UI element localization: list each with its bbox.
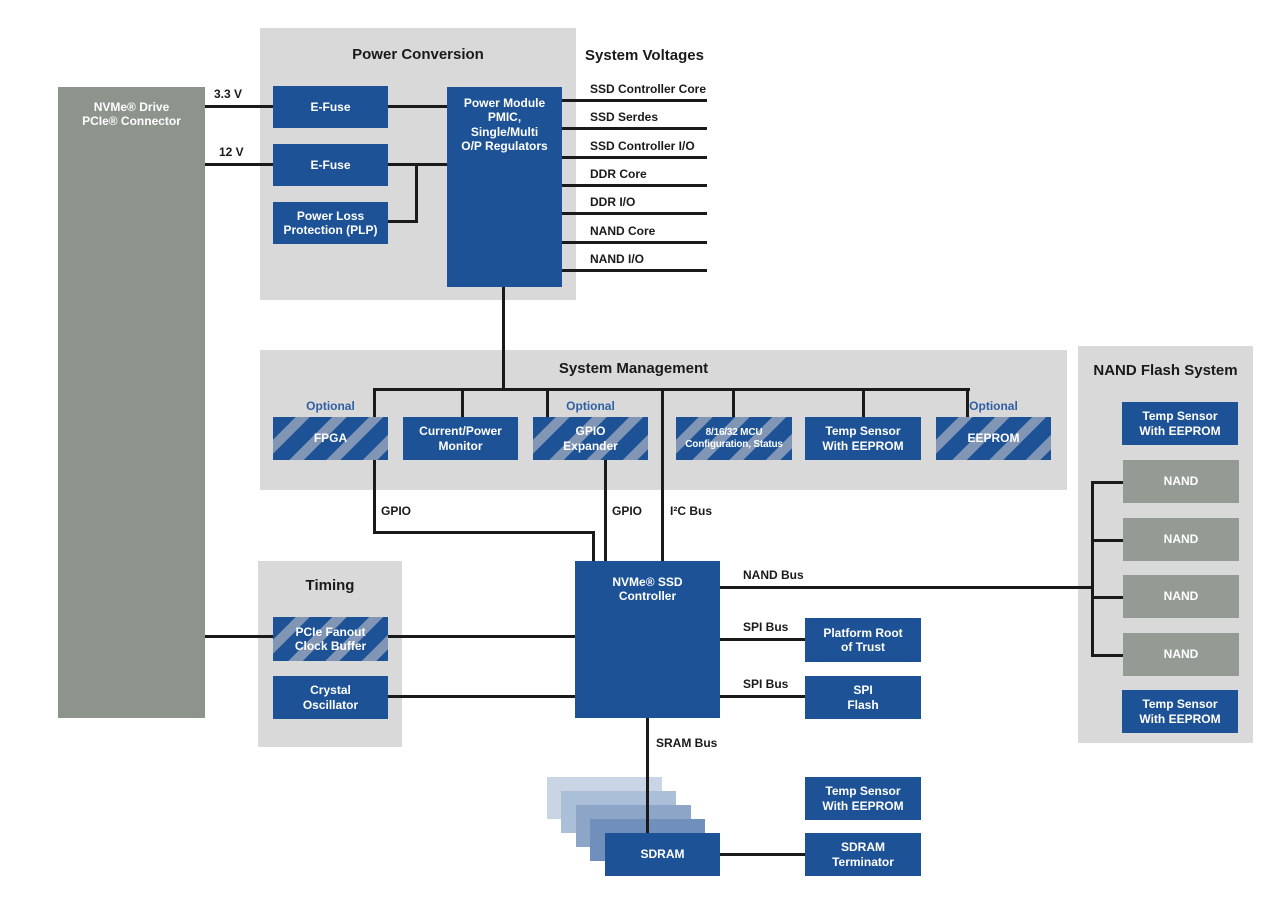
wire-spi-bottom xyxy=(720,695,805,698)
wire-drop-mcu xyxy=(732,391,735,417)
wire-drop-temp-sensor xyxy=(862,391,865,417)
wire-crystal-to-controller xyxy=(388,695,575,698)
wire-nand-stub-3 xyxy=(1093,596,1123,599)
wire-connector-to-clockbuffer xyxy=(205,635,273,638)
wire-clockbuffer-to-controller xyxy=(388,635,575,638)
temp-sensor-nand-bottom: Temp Sensor With EEPROM xyxy=(1122,690,1238,733)
label-spi-bus-bottom: SPI Bus xyxy=(743,677,789,691)
rail-label: NAND Core xyxy=(590,224,656,238)
pcie-fanout-clock-buffer: PCIe Fanout Clock Buffer xyxy=(273,617,388,661)
label-gpio-right: GPIO xyxy=(612,504,643,518)
wire-12v xyxy=(205,163,273,166)
eeprom-block: EEPROM xyxy=(936,417,1051,460)
gpio-expander: GPIO Expander xyxy=(533,417,648,460)
current-power-monitor: Current/Power Monitor xyxy=(403,417,518,460)
label-i2c-bus: I²C Bus xyxy=(670,504,712,518)
wire-drop-gpio-expander xyxy=(546,391,549,417)
rail-line xyxy=(562,184,707,187)
nand-chip-3: NAND xyxy=(1123,575,1239,618)
power-conversion-title: Power Conversion xyxy=(352,46,484,63)
fpga-block: FPGA xyxy=(273,417,388,460)
crystal-oscillator: Crystal Oscillator xyxy=(273,676,388,719)
sdram: SDRAM xyxy=(605,833,720,876)
temp-sensor-nand-top: Temp Sensor With EEPROM xyxy=(1122,402,1238,445)
power-module: Power Module PMIC, Single/Multi O/P Regu… xyxy=(447,87,562,287)
wire-nand-trunk xyxy=(1091,481,1094,657)
efuse-top: E-Fuse xyxy=(273,86,388,128)
label-sram-bus: SRAM Bus xyxy=(656,736,718,750)
label-spi-bus-top: SPI Bus xyxy=(743,620,789,634)
wire-nand-stub-4 xyxy=(1093,654,1123,657)
wire-nand-stub-1 xyxy=(1093,481,1123,484)
mcu-block: 8/16/32 MCU Configuration, Status xyxy=(676,417,792,460)
spi-flash: SPI Flash xyxy=(805,676,921,719)
wire-sdram-to-terminator xyxy=(720,853,805,856)
rail-line xyxy=(562,156,707,159)
rail-label: DDR Core xyxy=(590,167,647,181)
sdram-terminator: SDRAM Terminator xyxy=(805,833,921,876)
nvme-pcie-connector: NVMe® Drive PCIe® Connector xyxy=(58,87,205,718)
nand-chip-1: NAND xyxy=(1123,460,1239,503)
rail-line xyxy=(562,99,707,102)
wire-fpga-gpio-v xyxy=(373,460,376,534)
rail-label: SSD Serdes xyxy=(590,110,659,124)
label-3v3: 3.3 V xyxy=(214,87,243,101)
wire-sm-bus xyxy=(373,388,970,391)
rail-line xyxy=(562,127,707,130)
wire-nand-bus xyxy=(720,586,1093,589)
rail-line xyxy=(562,241,707,244)
wire-efuse-top-to-module xyxy=(388,105,447,108)
wire-expander-gpio xyxy=(604,460,607,561)
rail-label: SSD Controller Core xyxy=(590,82,707,96)
wire-nand-stub-2 xyxy=(1093,539,1123,542)
wire-module-to-sm-trunk xyxy=(502,287,505,390)
rail-line xyxy=(562,212,707,215)
temp-sensor-sm: Temp Sensor With EEPROM xyxy=(805,417,921,460)
nand-flash-system-title: NAND Flash System xyxy=(1093,362,1238,379)
label-gpio-left: GPIO xyxy=(381,504,412,518)
system-management-title: System Management xyxy=(558,360,709,377)
nvme-ssd-controller: NVMe® SSD Controller xyxy=(575,561,720,718)
power-loss-protection: Power Loss Protection (PLP) xyxy=(273,202,388,244)
optional-label-fpga: Optional xyxy=(306,399,355,413)
wire-3v3 xyxy=(205,105,273,108)
wire-sram-bus xyxy=(646,718,649,833)
rail-label: NAND I/O xyxy=(590,252,644,266)
wire-drop-eeprom xyxy=(966,391,969,417)
wire-plp-v xyxy=(415,163,418,223)
nand-chip-4: NAND xyxy=(1123,633,1239,676)
rail-label: SSD Controller I/O xyxy=(590,139,695,153)
efuse-bottom: E-Fuse xyxy=(273,144,388,186)
wire-drop-monitor xyxy=(461,391,464,417)
wire-fpga-gpio-v2 xyxy=(592,531,595,561)
timing-title: Timing xyxy=(305,577,355,594)
label-nand-bus: NAND Bus xyxy=(743,568,804,582)
optional-label-gpio-expander: Optional xyxy=(566,399,615,413)
platform-root-of-trust: Platform Root of Trust xyxy=(805,618,921,662)
wire-i2c-bus xyxy=(661,391,664,561)
wire-spi-top xyxy=(720,638,805,641)
rail-label: DDR I/O xyxy=(590,195,636,209)
wire-fpga-gpio-h xyxy=(373,531,595,534)
label-12v: 12 V xyxy=(219,145,244,159)
wire-plp-h xyxy=(388,220,418,223)
wire-drop-fpga xyxy=(373,391,376,417)
nand-chip-2: NAND xyxy=(1123,518,1239,561)
system-voltages-title: System Voltages xyxy=(585,47,704,64)
optional-label-eeprom: Optional xyxy=(969,399,1018,413)
temp-sensor-sdram: Temp Sensor With EEPROM xyxy=(805,777,921,820)
rail-line xyxy=(562,269,707,272)
